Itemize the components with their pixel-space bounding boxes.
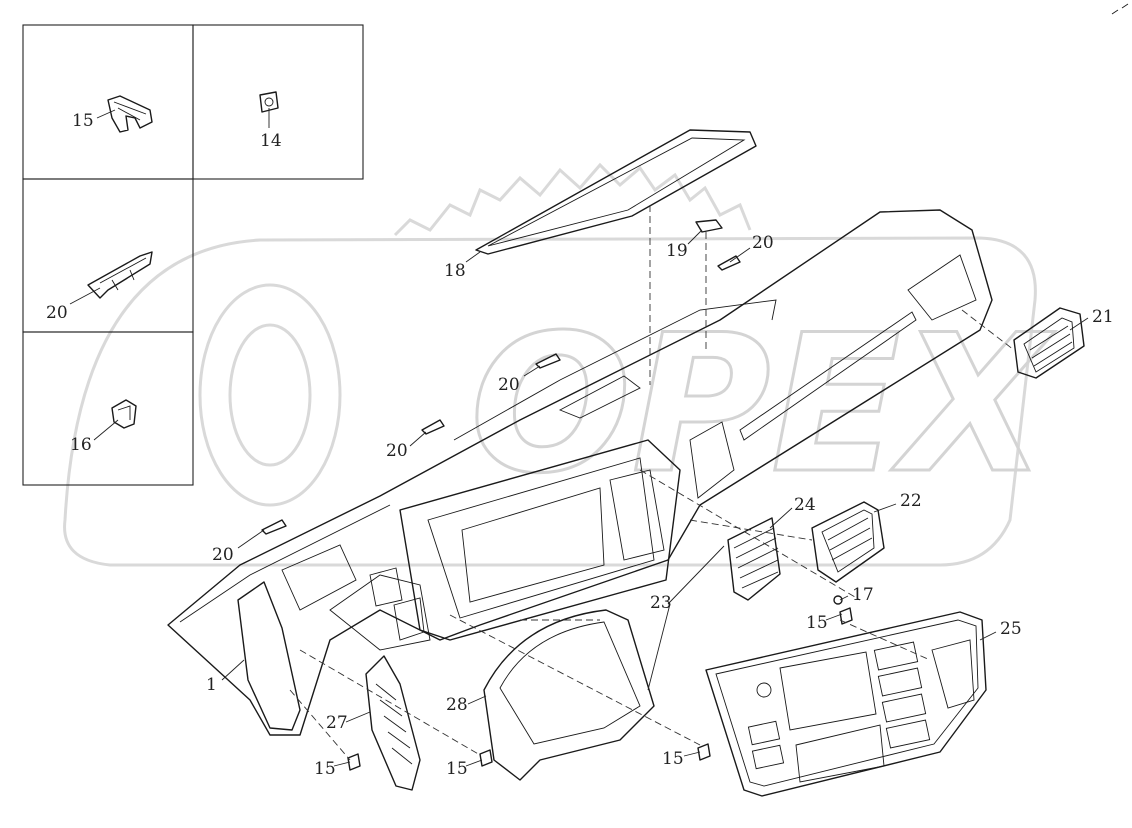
callout-20-lower: 20	[212, 545, 234, 565]
callout-1: 1	[206, 675, 217, 695]
clip-part-15-detail	[107, 95, 153, 133]
callout-22: 22	[900, 491, 922, 511]
callout-15-middle: 15	[446, 759, 468, 779]
callout-15-inset: 15	[72, 111, 94, 131]
cluster-hood-part-28	[483, 609, 655, 781]
vent-part-22	[811, 501, 885, 583]
dashboard-body-part-1	[167, 209, 993, 736]
callout-17: 17	[852, 585, 874, 605]
callout-20-top: 20	[752, 233, 774, 253]
bezel-part-25	[705, 611, 987, 797]
callout-24: 24	[794, 495, 816, 515]
top-cover-part-18	[475, 129, 757, 255]
callout-27: 27	[326, 713, 348, 733]
leader-lines	[69, 108, 1089, 767]
callout-20-mid: 20	[498, 375, 520, 395]
callout-14: 14	[260, 131, 282, 151]
callout-15-left: 15	[314, 759, 336, 779]
vent-part-27	[365, 655, 421, 791]
callout-labels: 15 14 20 16 18 19 20 20 20 20 21 22 24 2…	[46, 111, 1114, 779]
callout-21: 21	[1092, 307, 1114, 327]
callout-15-right: 15	[806, 613, 828, 633]
clip-part-17-and-15	[833, 595, 853, 625]
callout-15-bottom: 15	[662, 749, 684, 769]
inset-panels	[22, 24, 364, 486]
pad-part-19	[695, 219, 723, 233]
vent-part-24	[727, 517, 781, 601]
callout-18: 18	[444, 261, 466, 281]
clips-part-15	[347, 743, 711, 771]
assembly-dashed-lines	[289, 205, 1015, 761]
callout-16: 16	[70, 435, 92, 455]
callout-28: 28	[446, 695, 468, 715]
callout-20-inset: 20	[46, 303, 68, 323]
bracket-part-16-detail	[111, 399, 137, 429]
nut-part-14-detail	[259, 91, 279, 113]
corner-mark	[1111, 3, 1129, 15]
callout-23: 23	[650, 593, 672, 613]
clip-part-20-detail	[87, 251, 153, 299]
callout-20-left: 20	[386, 441, 408, 461]
callout-19: 19	[666, 241, 688, 261]
vent-part-21	[1013, 307, 1085, 379]
callout-25: 25	[1000, 619, 1022, 639]
